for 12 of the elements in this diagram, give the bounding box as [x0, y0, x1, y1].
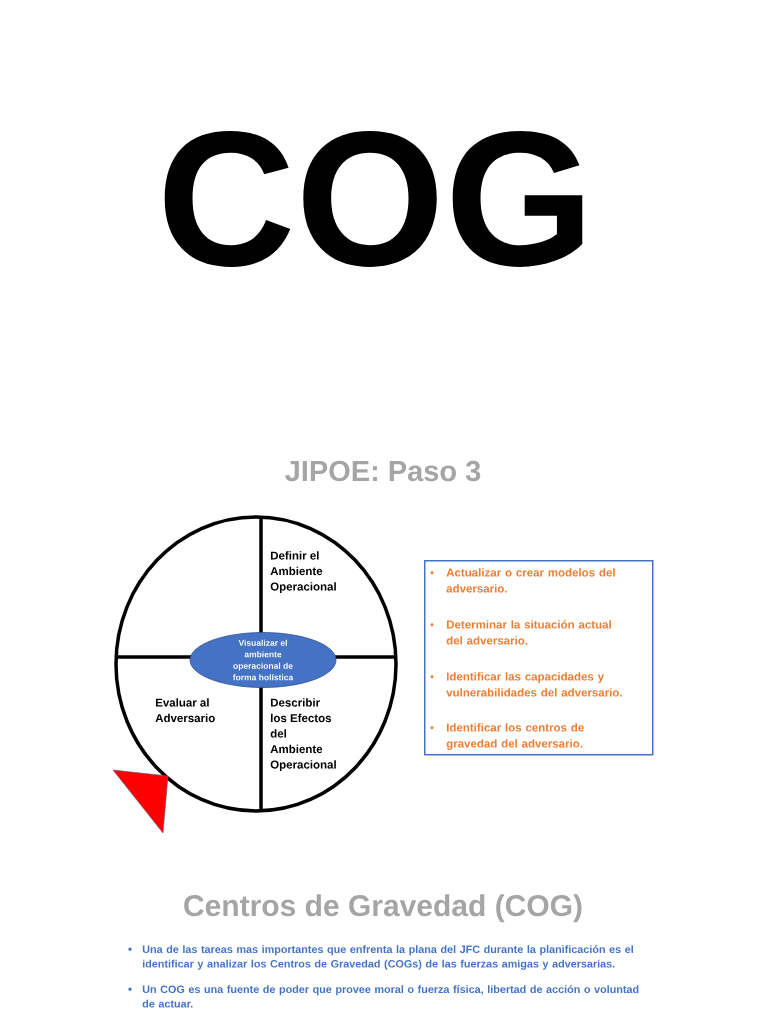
quadrant-label: Evaluar al Adversario — [155, 698, 215, 723]
bullet-text: Identificar los centros de gravedad del adversario. — [446, 723, 584, 750]
heading: Centros de Gravedad (COG) — [184, 894, 582, 923]
bullet-text: Actualizar o crear modelos del adversario. — [446, 568, 615, 593]
bullet-text: Determinar la situación actual del adversario. — [446, 620, 611, 645]
bullet-text: Identificar las capacidades y vulnerabilidades del adversario. — [446, 672, 622, 697]
quadrant-label: Definir el Ambiente Operacional — [270, 551, 336, 593]
bullet-text: Una de las tareas mas importantes que enfrenta la plana del JFC durante la planificación es el identificar y analizar los Centros de Gravedad (COGs) de las fuerzas amigas y adversarias. — [142, 945, 633, 970]
bullet-text: Un COG es una fuente de poder que provee moral o fuerza física, libertad de acción o voluntad de actuar. — [142, 985, 639, 1008]
quadrant-label: Describir los Efectos del Ambiente Operacional — [270, 698, 336, 771]
title: COG — [164, 130, 583, 267]
heading: JIPOE: Paso 3 — [285, 460, 481, 482]
